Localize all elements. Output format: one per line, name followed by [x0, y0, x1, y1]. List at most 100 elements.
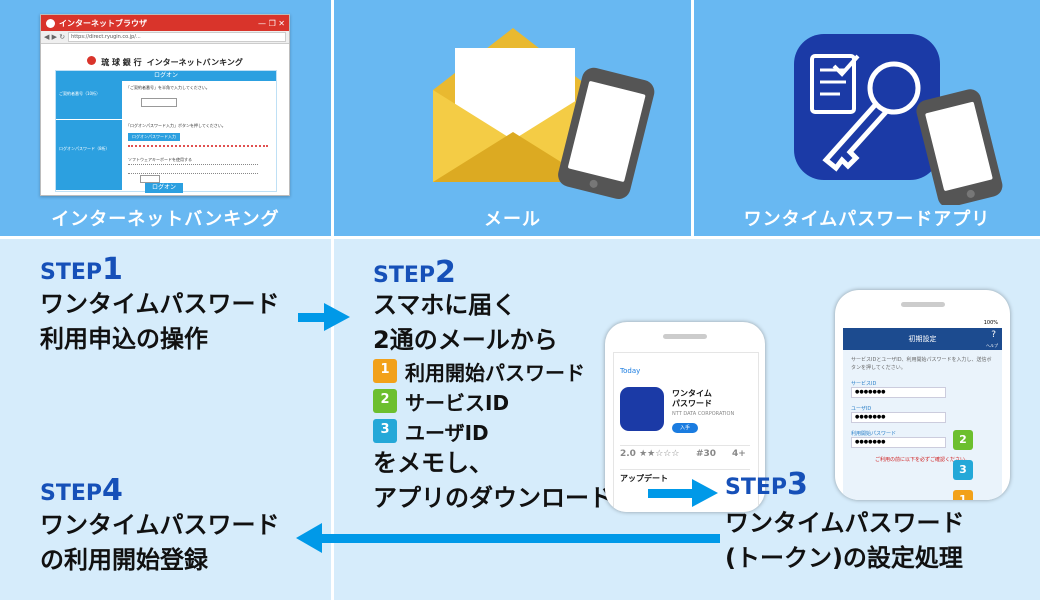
user-id-input[interactable]: ●●●●●●● [851, 412, 946, 423]
password-input[interactable] [140, 175, 160, 183]
window-controls-icon[interactable]: — ❐ ✕ [258, 18, 285, 28]
arrow-step1-to-step2 [298, 303, 350, 331]
logon-header: ログオン [56, 71, 276, 81]
smartphone-icon [558, 67, 655, 199]
appstore-screen: Today ワンタイム パスワード NTT DATA CORPORATION 入… [613, 352, 759, 512]
separator [620, 469, 750, 470]
phone-speaker [663, 334, 707, 339]
divider-2 [691, 0, 694, 236]
ranking-value: #30 [696, 449, 717, 459]
user-id-label: ユーザID [851, 406, 872, 412]
key-badge-3-icon: 3 [373, 419, 397, 443]
key-badge-2-icon: 2 [953, 430, 973, 450]
step2-line-1: スマホに届く [373, 291, 517, 319]
browser-titlebar: インターネットブラウザ — ❐ ✕ [41, 15, 289, 31]
appstore-phone: Today ワンタイム パスワード NTT DATA CORPORATION 入… [605, 322, 765, 512]
smartphone-icon [916, 89, 1003, 205]
warning-text: ご利用の前に以下を必ずご確認ください。 [874, 457, 970, 463]
setup-navbar: 初期設定 ? ヘルプ [843, 328, 1002, 350]
nav-buttons-icon[interactable]: ◀ ▶ ↻ [44, 33, 66, 41]
software-keyboard-option[interactable]: ソフトウェアキーボードを使用する [128, 157, 192, 162]
key-badge-1-icon: 1 [953, 490, 973, 500]
contract-label: ご契約者番号（10桁） [56, 81, 122, 119]
step3-number: 3 [787, 467, 808, 502]
step2-heading: STEP2 [373, 255, 456, 290]
password-input-button[interactable]: ログオンパスワード入力 [128, 133, 180, 141]
item-label: ユーザID [405, 420, 489, 445]
password-label: ログオンパスワード（8桁） [56, 120, 122, 190]
step4-number: 4 [102, 473, 123, 508]
arrow-step3-to-step4 [296, 523, 720, 553]
bank-logo-icon [87, 56, 97, 65]
logon-form: ログオン ご契約者番号（10桁） ログオンパスワード（8桁） 「ご契約者番号」を… [55, 70, 277, 192]
divider-h [0, 236, 1040, 239]
service-id-input[interactable]: ●●●●●●● [851, 387, 946, 398]
step2-items: 1 利用開始パスワード 2 サービスID 3 ユーザID [373, 356, 585, 446]
item-label: 利用開始パスワード [405, 360, 585, 385]
step1-number: 1 [102, 252, 123, 287]
logon-button[interactable]: ログオン [145, 183, 183, 193]
key-badge-2-icon: 2 [373, 389, 397, 413]
browser-window: インターネットブラウザ — ❐ ✕ ◀ ▶ ↻ https://direct.r… [40, 14, 290, 196]
envelope-icon [433, 28, 593, 182]
separator [620, 445, 750, 446]
key-badge-1-icon: 1 [373, 359, 397, 383]
setup-form: サービスID ●●●●●●● ユーザID ●●●●●●● 利用開始パスワード ●… [843, 380, 1002, 463]
app-illustration [794, 34, 1003, 205]
status-bar: 100% [843, 320, 1002, 328]
phone-speaker [901, 302, 945, 307]
step2-tail-1: をメモし、 [373, 449, 493, 477]
key-badge-3-icon: 3 [953, 460, 973, 480]
update-heading: アップデート [620, 474, 668, 483]
step1-heading: STEP1 [40, 252, 123, 287]
service-id-label: サービスID [851, 381, 877, 387]
step1-line-2: 利用申込の操作 [40, 325, 208, 353]
setup-phone: 100% 初期設定 ? ヘルプ サービスIDとユーザID、利用開始パスワードを入… [835, 290, 1010, 500]
app-icon [794, 34, 940, 180]
step2-line-2: 2通のメールから [373, 326, 558, 354]
start-password-input[interactable]: ●●●●●●● [851, 437, 946, 448]
rating-value: 2.0 ★★☆☆☆ [620, 449, 680, 459]
step2-tail-2: アプリのダウンロード [373, 484, 613, 512]
item-start-password: 1 利用開始パスワード [373, 356, 585, 386]
keyboard-note [128, 164, 258, 174]
step3-text: ワンタイムパスワード (トークン)の設定処理 [725, 506, 965, 576]
column-label-mail: メール [484, 209, 541, 230]
help-label[interactable]: ヘルプ [986, 343, 998, 348]
step2-number: 2 [435, 255, 456, 290]
setup-screen: 100% 初期設定 ? ヘルプ サービスIDとユーザID、利用開始パスワードを入… [843, 320, 1002, 500]
step4-line-2: の利用開始登録 [40, 546, 208, 574]
column-label-app: ワンタイムパスワードアプリ [743, 209, 991, 230]
help-icon[interactable]: ? [991, 330, 996, 340]
appstore-app-icon [620, 387, 664, 431]
step3-heading: STEP3 [725, 467, 808, 502]
setup-description: サービスIDとユーザID、利用開始パスワードを入力し、送信ボタンを押してください… [851, 357, 992, 371]
step3-word: STEP [725, 475, 788, 500]
appstore-app-name: ワンタイム パスワード [672, 389, 712, 408]
note-1: 「ご契約者番号」を半角で入力してください。 [126, 85, 210, 90]
get-button[interactable]: 入手 [672, 423, 698, 433]
item-user-id: 3 ユーザID [373, 416, 585, 446]
item-service-id: 2 サービスID [373, 386, 585, 416]
contract-input[interactable] [141, 98, 177, 107]
browser-toolbar: ◀ ▶ ↻ https://direct.ryugin.co.jp/... [41, 31, 289, 44]
step4-heading: STEP4 [40, 473, 123, 508]
setup-title: 初期設定 [908, 335, 937, 343]
step4-line-1: ワンタイムパスワード [40, 511, 280, 539]
note-2: 「ログオンパスワード入力」ボタンを押してください。 [126, 123, 226, 128]
back-link[interactable]: Today [620, 367, 641, 375]
step4-word: STEP [40, 481, 103, 506]
bank-header: 琉 球 銀 行 インターネットバンキング [41, 50, 289, 69]
step1-text: ワンタイムパスワード 利用申込の操作 [40, 287, 280, 357]
browser-logo-icon [46, 18, 55, 28]
item-label: サービスID [405, 390, 510, 415]
step2-text: スマホに届く 2通のメールから [373, 288, 558, 358]
divider-1 [331, 0, 334, 600]
step2-word: STEP [373, 263, 436, 288]
bank-name: 琉 球 銀 行 [101, 58, 142, 67]
arrow-step2-to-step3 [648, 479, 718, 507]
step3-line-2: (トークン)の設定処理 [725, 544, 963, 572]
address-bar[interactable]: https://direct.ryugin.co.jp/... [68, 32, 286, 42]
